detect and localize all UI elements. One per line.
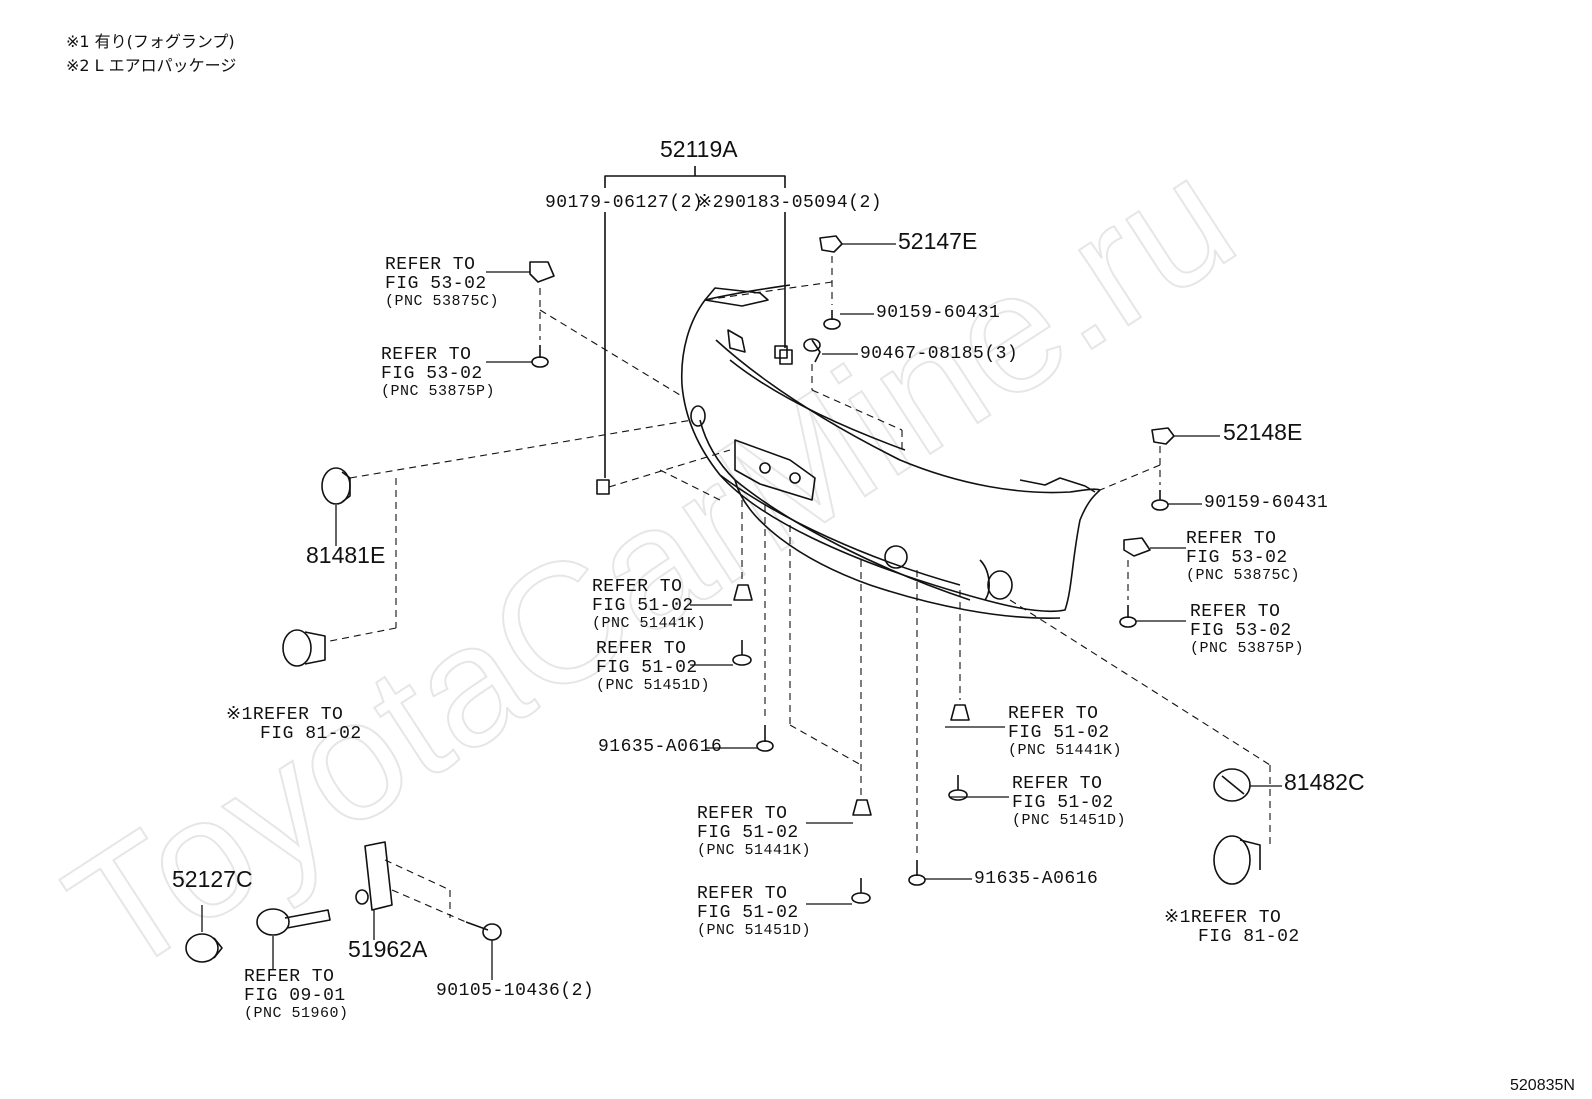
clip-53875C-right [1123,537,1151,557]
nut-90183 [779,349,793,365]
fog-lamp-right [1213,835,1261,885]
screw-53875P-right [1119,605,1137,628]
label-52119A: 52119A [660,136,738,162]
screw-51451D-1 [732,640,752,666]
bolt-91635-1 [756,725,774,752]
clip-52148E [1151,427,1175,445]
label-91635-A0616-right: 91635-A0616 [974,869,1099,889]
label-90159-60431-left: 90159-60431 [876,303,1001,323]
label-90183-05094: ※290183-05094(2) [697,193,883,213]
nut-90179 [596,479,610,495]
screw-51451D-3 [851,878,871,904]
clip-90467 [803,338,821,363]
bracket-52119A [604,175,786,188]
label-90105-10436: 90105-10436(2) [436,981,595,1001]
cap-52127C [185,933,223,963]
bolt-91635-2 [908,860,926,886]
label-90467-08185: 90467-08185(3) [860,344,1019,364]
label-90179-06127: 90179-06127(2) [545,193,704,213]
clip-51441K-3 [852,799,872,816]
label-52148E: 52148E [1223,419,1303,445]
clip-52147E [819,235,843,253]
label-91635-A0616-left: 91635-A0616 [598,737,723,757]
label-81482C: 81482C [1284,769,1365,795]
fog-cover-81481E [321,467,351,505]
screw-53875P-left [531,345,549,368]
figure-code: 520835N [1510,1077,1575,1094]
fog-lamp-left [282,629,326,667]
clip-51441K-1 [733,584,753,601]
note-aero-package: ※2 L エアロパッケージ [66,56,237,75]
screw-51451D-2 [948,775,968,801]
clip-51441K-2 [950,704,970,721]
screw-90159-left [823,310,841,330]
label-81481E: 81481E [306,542,386,568]
screw-90159-right [1151,490,1169,511]
fog-cover-81482C [1213,768,1251,802]
tow-eye [256,908,331,936]
label-52147E: 52147E [898,228,978,254]
bracket-51962A [355,841,393,911]
label-90159-60431-right: 90159-60431 [1204,493,1329,513]
clip-53875C-left [529,261,555,283]
label-51962A: 51962A [348,936,428,962]
bolt-90105 [465,921,502,941]
note-fog-lamp: ※1 有り(フォグランプ) [66,32,235,51]
label-52127C: 52127C [172,866,253,892]
